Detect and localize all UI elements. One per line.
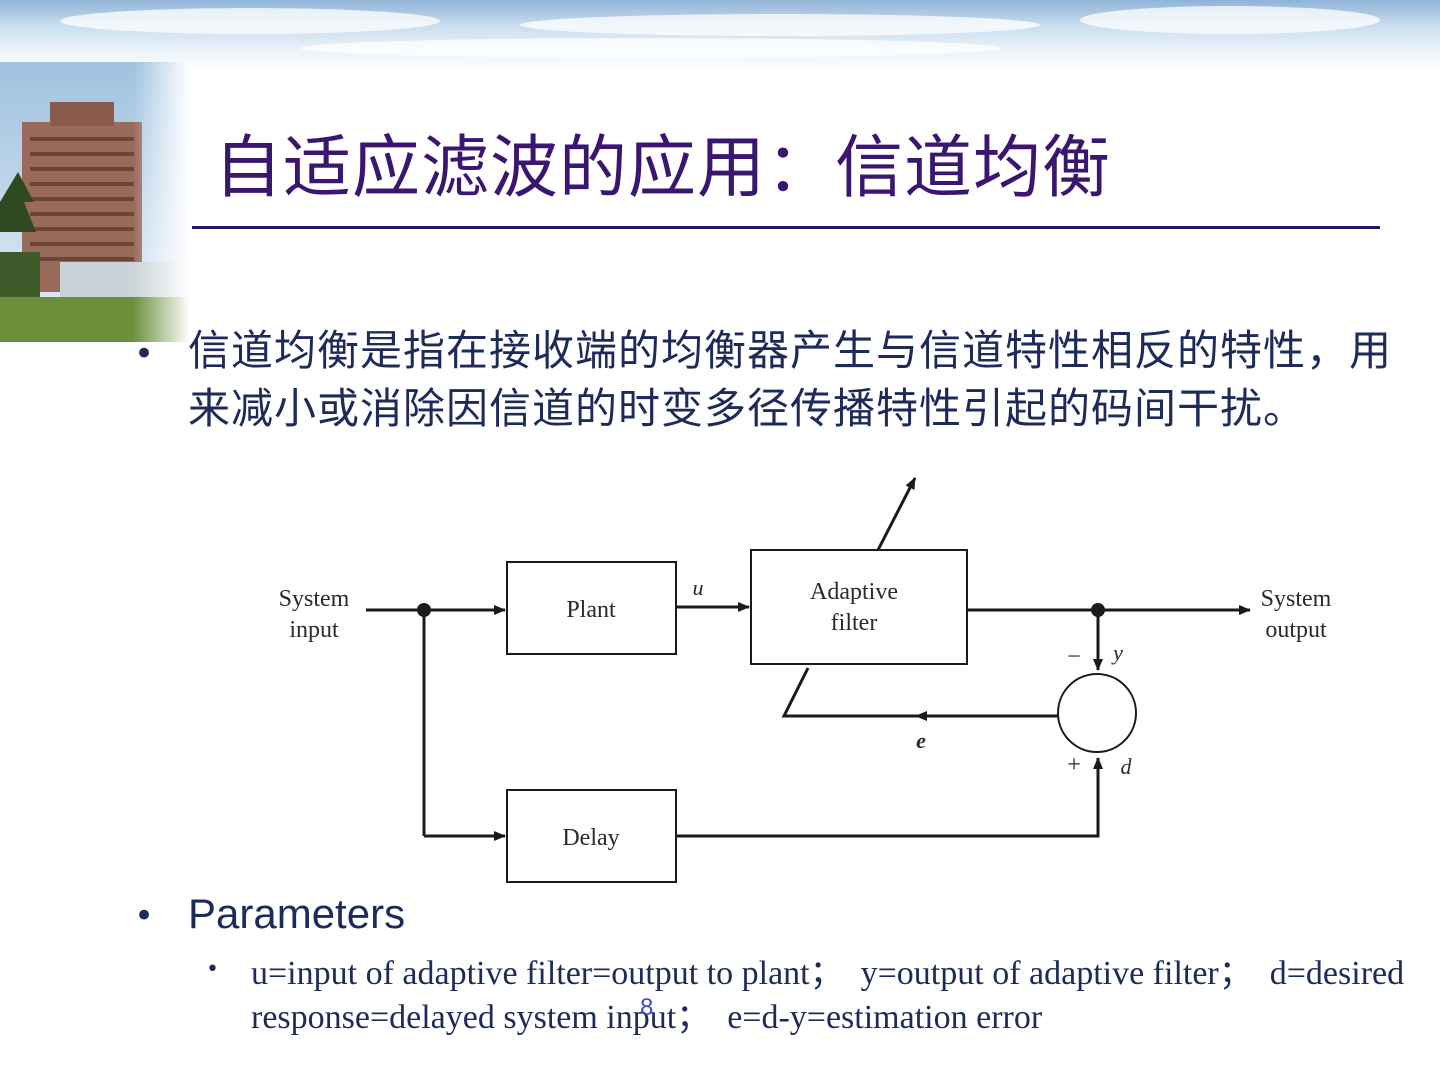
adaptive-filter-block [750, 549, 968, 665]
d-signal-line [676, 757, 1103, 838]
adaptive-filter-label-line2: filter [831, 610, 878, 636]
slide-title: 自适应滤波的应用：信道均衡 [214, 129, 1112, 208]
u-label: u [693, 575, 704, 600]
delay-label: Delay [562, 825, 619, 851]
parameters-definition: u=input of adaptive filter=output to pla… [251, 955, 1413, 1036]
system-output-label-line1: System [1261, 586, 1332, 612]
channel-equalization-description: 信道均衡是指在接收端的均衡器产生与信道特性相反的特性，用来减小或消除因信道的时变… [188, 326, 1393, 433]
d-label: d [1121, 754, 1133, 779]
minus-sign: − [1067, 644, 1081, 670]
title-underline [192, 226, 1380, 229]
plus-sign: + [1067, 752, 1081, 778]
e-label: e [916, 728, 926, 753]
sub-bullet-dot: • [206, 957, 219, 982]
page-number: 8 [640, 994, 654, 1021]
summing-junction [1057, 673, 1137, 753]
y-label: y [1111, 640, 1123, 665]
header-sky-banner [0, 0, 1440, 70]
system-input-label-line1: System [279, 586, 350, 612]
input-branch-node [417, 603, 431, 617]
system-output-label-line2: output [1265, 617, 1327, 643]
system-input-label-line2: input [289, 617, 339, 643]
bullet-dot: • [134, 896, 155, 936]
bullet-dot: • [134, 334, 155, 374]
campus-building-photo [0, 62, 190, 342]
parameters-heading: Parameters [188, 890, 406, 937]
adaptive-filter-label-line1: Adaptive [810, 579, 898, 605]
adaptation-arrow [876, 477, 917, 551]
plant-label: Plant [566, 597, 616, 623]
error-feedback-line [781, 667, 916, 718]
output-branch-node [1091, 603, 1105, 617]
